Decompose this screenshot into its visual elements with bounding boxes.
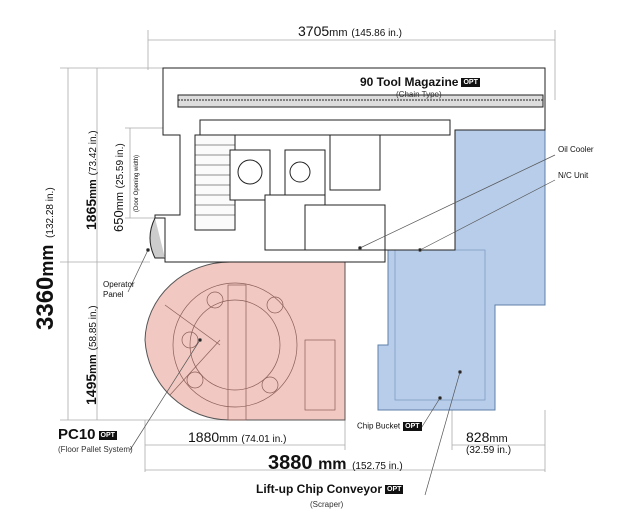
overall-depth-dimension: 3360mm (132.28 in.)	[32, 187, 59, 330]
tool-magazine-sub: (Chain Type)	[396, 90, 442, 99]
label-text: Chip Bucket	[357, 421, 401, 431]
overall-width-dimension: 3705mm (145.86 in.)	[298, 24, 402, 39]
label-line: Panel	[103, 290, 124, 299]
opt-badge: OPT	[461, 78, 480, 88]
door-opening-note: (Door Opening width)	[134, 154, 140, 212]
dim-value: 3705	[298, 23, 330, 39]
opt-badge: OPT	[403, 422, 422, 431]
label-text: PC10	[58, 426, 96, 443]
dim-value: 3360	[32, 276, 59, 330]
door-opening-dimension: 650mm (25.59 in.)	[111, 143, 126, 232]
label-line: Operator	[103, 280, 135, 289]
opt-badge: OPT	[385, 485, 404, 495]
machine-body	[149, 67, 546, 263]
dim-value: 1865	[83, 198, 99, 230]
pc10-sub: (Floor Pallet System)	[58, 445, 133, 454]
dimension-lines	[60, 30, 556, 472]
dim-unit: mm	[87, 179, 99, 199]
dim-inches: (58.85 in.)	[88, 305, 99, 351]
dim-unit: mm	[318, 456, 347, 473]
dim-unit: mm	[37, 244, 57, 277]
dim-value: 828	[466, 429, 490, 445]
leader-lines	[127, 154, 556, 496]
dim-inches: (152.75 in.)	[352, 461, 403, 472]
dim-unit: mm	[219, 433, 238, 445]
dim-value: 1495	[83, 373, 99, 405]
dim-unit: mm	[329, 27, 348, 39]
dim-inches: (74.01 in.)	[241, 434, 287, 445]
dim-inches: (132.28 in.)	[45, 187, 56, 238]
dim-unit: mm	[114, 191, 126, 211]
dim-value: 3880	[268, 452, 313, 474]
dim-unit: mm	[87, 354, 99, 374]
dim-value: 1880	[188, 429, 220, 445]
lower-depth-dimension: 1495mm (58.85 in.)	[83, 305, 99, 405]
opt-badge: OPT	[98, 430, 117, 440]
total-width-dimension: 3880 mm (152.75 in.)	[268, 453, 403, 473]
dim-inches: (145.86 in.)	[351, 28, 402, 39]
dim-inches: (73.42 in.)	[88, 130, 99, 176]
upper-depth-dimension: 1865mm (73.42 in.)	[83, 130, 99, 230]
pallet-system-shape	[144, 261, 346, 421]
chip-conveyor-sub: (Scraper)	[310, 500, 344, 509]
dim-value: 650	[111, 210, 126, 232]
label-text: Lift-up Chip Conveyor	[256, 482, 382, 496]
dim-unit: mm	[489, 433, 508, 445]
nc-unit-label: N/C Unit	[558, 171, 589, 180]
label-text: 90 Tool Magazine	[360, 75, 459, 89]
oil-cooler-label: Oil Cooler	[558, 145, 594, 154]
dim-inches: (25.59 in.)	[115, 143, 126, 189]
conveyor-width-inches: (32.59 in.)	[466, 445, 512, 456]
pallet-width-dimension: 1880mm (74.01 in.)	[188, 430, 286, 445]
conveyor-width-dimension: 828mm	[466, 430, 508, 445]
